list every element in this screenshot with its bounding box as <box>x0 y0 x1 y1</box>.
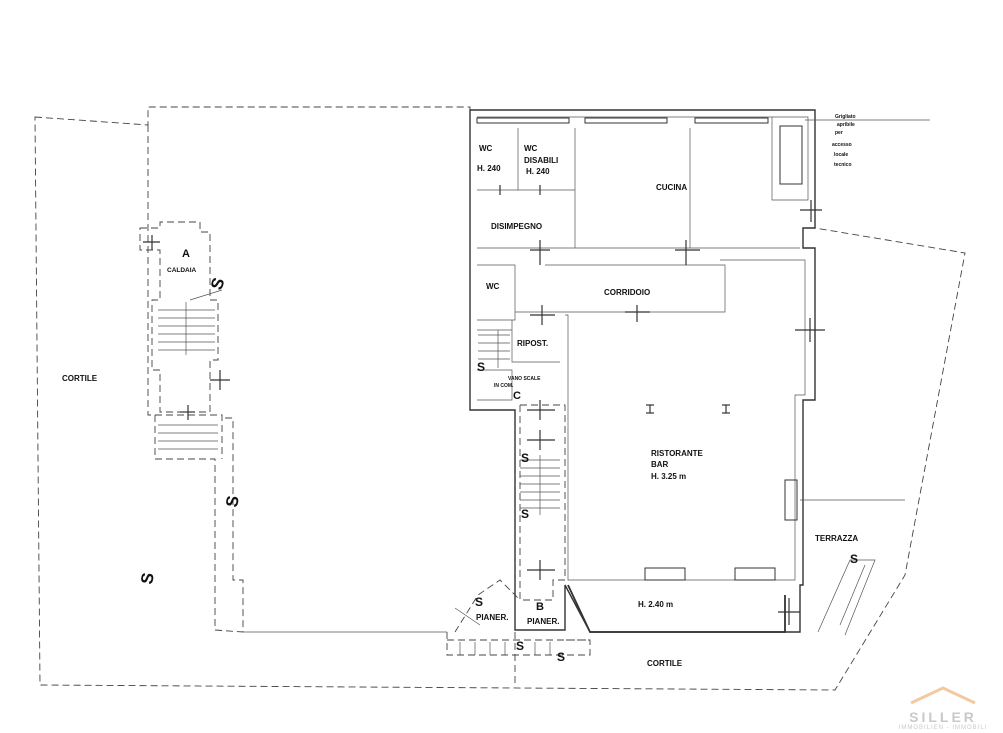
entrance-steps <box>446 579 591 656</box>
cucina-label: CUCINA <box>656 183 687 192</box>
section-mark-stair-1: S <box>521 451 529 465</box>
door-marks <box>143 185 825 625</box>
stair-b-treads <box>478 330 560 515</box>
section-mark-stair-2: S <box>521 507 529 521</box>
wc3-label: WC <box>486 282 500 291</box>
logo-name: SILLER <box>909 709 977 725</box>
pianer-label-2: PIANER. <box>527 617 559 626</box>
vano-scale-label2: IN COM. <box>494 383 514 389</box>
wc2-label2: DISABILI <box>524 156 558 165</box>
building-inner-wall <box>477 116 809 581</box>
wc2-label: WC <box>524 144 538 153</box>
stair-b-outline <box>519 404 566 601</box>
section-mark-steps-2: S <box>557 650 565 664</box>
cortile-left-label: CORTILE <box>62 374 98 383</box>
grigliato-line-4: accesso <box>832 142 852 148</box>
wc1-height: H. 240 <box>477 164 501 173</box>
logo-subtitle: IMMOBILIEN - IMMOBILI <box>898 725 988 731</box>
section-mark-terrazza: S <box>850 552 858 566</box>
section-mark-vano: S <box>477 360 485 374</box>
bar-area-wall <box>567 584 786 633</box>
grigliato-line-2: apribile <box>837 122 855 128</box>
ristorante-label: RISTORANTE <box>651 449 704 458</box>
grigliato-line-3: per <box>835 130 843 136</box>
entrance-treads <box>454 607 551 655</box>
terrace-stair <box>839 564 866 626</box>
stair-a-landing <box>155 414 223 459</box>
top-windows <box>476 117 803 581</box>
terrazza-label: TERRAZZA <box>815 534 858 543</box>
wc1-label: WC <box>479 144 493 153</box>
disimpegno-label: DISIMPEGNO <box>491 222 542 231</box>
stair-a-outline <box>139 221 219 413</box>
stair-b-marker: B <box>536 601 544 613</box>
wc2-height: H. 240 <box>526 167 550 176</box>
pianer-label-1: PIANER. <box>476 613 508 622</box>
stair-a-treads <box>158 289 223 450</box>
grigliato-line-5: locale <box>834 152 848 158</box>
siller-logo: SILLER IMMOBILIEN - IMMOBILI <box>889 686 997 731</box>
stair-c-marker: C <box>513 390 521 402</box>
house-roof-icon <box>910 686 976 705</box>
ristorante-height: H. 3.25 m <box>651 472 686 481</box>
corridoio-label: CORRIDOIO <box>604 288 650 297</box>
section-mark-mid: S <box>222 494 243 508</box>
section-mark-pianer: S <box>475 595 483 609</box>
terrace-outline <box>800 499 905 636</box>
section-mark-steps-1: S <box>516 639 524 653</box>
ripost-label: RIPOST. <box>517 339 548 348</box>
ceiling-fixtures <box>646 404 730 414</box>
bar-area-height: H. 2.40 m <box>638 600 673 609</box>
left-courtyard-wall <box>147 125 244 633</box>
building-outer-wall <box>469 109 816 633</box>
cortile-bottom-label: CORTILE <box>647 659 683 668</box>
grigliato-line-1: Grigliato <box>835 114 856 120</box>
bar-label: BAR <box>651 460 669 469</box>
grigliato-line-6: tecnico <box>834 162 852 168</box>
caldaia-label: CALDAIA <box>167 267 197 274</box>
vano-scale-label: VANO SCALE <box>508 376 541 382</box>
section-mark-left: S <box>137 571 158 585</box>
stair-a-marker: A <box>182 248 190 260</box>
